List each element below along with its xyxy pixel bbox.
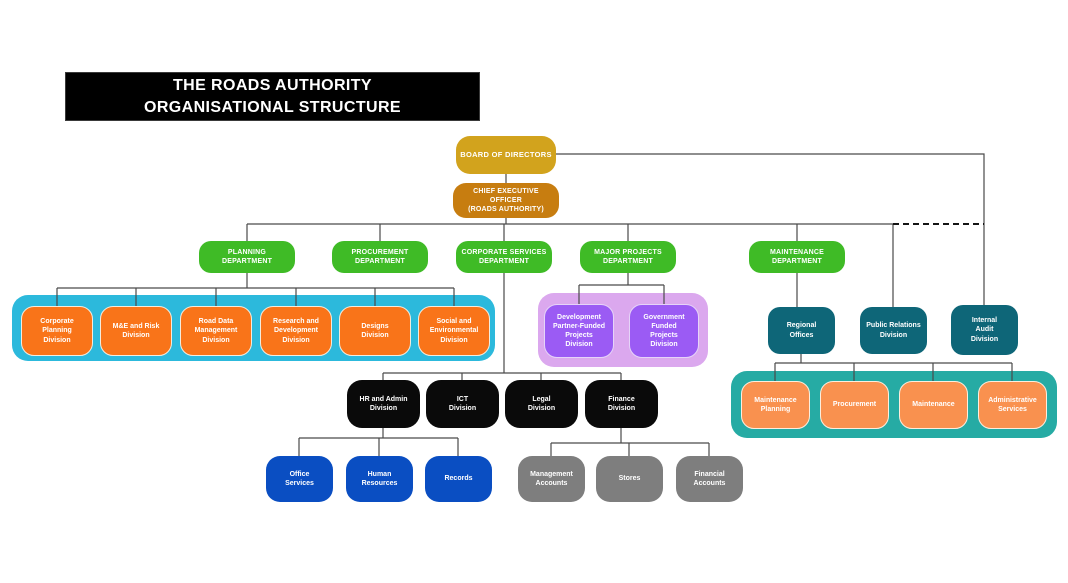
org-node-stores: Stores (596, 456, 663, 502)
org-node-major-projects-department: MAJOR PROJECTS DEPARTMENT (580, 241, 676, 273)
chart-title: THE ROADS AUTHORITY ORGANISATIONAL STRUC… (65, 72, 480, 121)
org-node-finance-division: Finance Division (585, 380, 658, 428)
org-node-social-and-environmental-division: Social and Environmental Division (418, 306, 490, 356)
org-node-government-funded-projects-division: Government Funded Projects Division (629, 304, 699, 358)
org-node-planning-department: PLANNING DEPARTMENT (199, 241, 295, 273)
org-node-internal-audit-division: Internal Audit Division (951, 305, 1018, 355)
org-node-regional-maintenance: Maintenance (899, 381, 968, 429)
org-node-research-and-development-division: Research and Development Division (260, 306, 332, 356)
org-node-legal-division: Legal Division (505, 380, 578, 428)
org-node-hr-and-admin-division: HR and Admin Division (347, 380, 420, 428)
org-node-ict-division: ICT Division (426, 380, 499, 428)
org-node-maintenance-planning: Maintenance Planning (741, 381, 810, 429)
org-node-management-accounts: Management Accounts (518, 456, 585, 502)
org-node-board-of-directors: BOARD OF DIRECTORS (456, 136, 556, 174)
org-node-human-resources: Human Resources (346, 456, 413, 502)
org-node-road-data-management-division: Road Data Management Division (180, 306, 252, 356)
org-node-procurement-department: PROCUREMENT DEPARTMENT (332, 241, 428, 273)
org-node-designs-division: Designs Division (339, 306, 411, 356)
org-node-corporate-planning-division: Corporate Planning Division (21, 306, 93, 356)
org-node-me-and-risk-division: M&E and Risk Division (100, 306, 172, 356)
org-node-office-services: Office Services (266, 456, 333, 502)
org-node-regional-procurement: Procurement (820, 381, 889, 429)
org-node-financial-accounts: Financial Accounts (676, 456, 743, 502)
org-node-maintenance-department: MAINTENANCE DEPARTMENT (749, 241, 845, 273)
org-node-corporate-services-department: CORPORATE SERVICES DEPARTMENT (456, 241, 552, 273)
org-node-regional-offices: Regional Offices (768, 307, 835, 354)
org-node-records: Records (425, 456, 492, 502)
org-node-chief-executive-officer: CHIEF EXECUTIVE OFFICER (ROADS AUTHORITY… (453, 183, 559, 218)
org-node-administrative-services: Administrative Services (978, 381, 1047, 429)
org-node-public-relations-division: Public Relations Division (860, 307, 927, 354)
org-node-development-partner-funded-projects-division: Development Partner-Funded Projects Divi… (544, 304, 614, 358)
